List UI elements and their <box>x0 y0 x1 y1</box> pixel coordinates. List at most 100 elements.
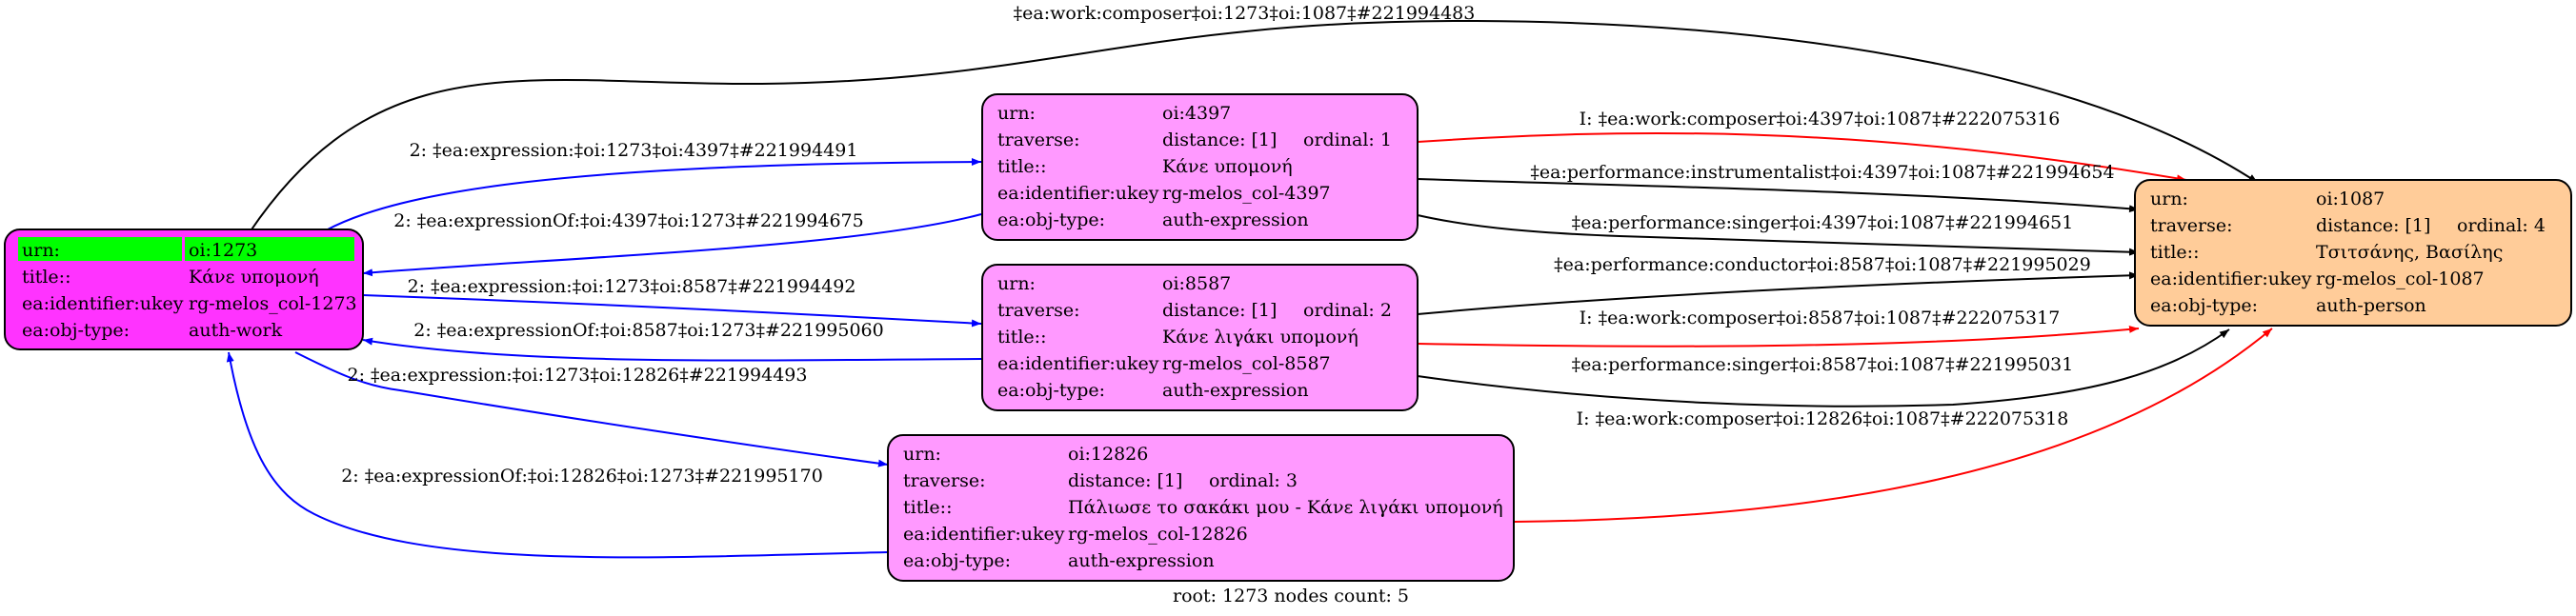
row-extra: ordinal: 2 <box>1303 300 1392 321</box>
edge-label: 2: ‡ea:expression:‡oi:1273‡oi:4397‡#2219… <box>410 140 858 161</box>
row-value: rg-melos_col-1087 <box>2316 268 2485 289</box>
row-key: title:: <box>22 267 70 288</box>
row-extra: ordinal: 4 <box>2457 215 2546 236</box>
row-value: auth-expression <box>1068 550 1215 571</box>
row-value: oi:12826 <box>1068 444 1148 465</box>
edge-label: ‡ea:work:composer‡oi:1273‡oi:1087‡#22199… <box>1014 3 1476 24</box>
edge-label: ‡ea:performance:singer‡oi:8587‡oi:1087‡#… <box>1572 354 2074 375</box>
row-value: rg-melos_col-12826 <box>1068 524 1248 545</box>
edge-expression-1273-4397[interactable]: 2: ‡ea:expression:‡oi:1273‡oi:4397‡#2219… <box>325 140 982 231</box>
row-value: oi:4397 <box>1162 103 1231 124</box>
row-value: Τσιτσάνης, Βασίλης <box>2316 242 2503 263</box>
row-value: oi:1087 <box>2316 189 2385 209</box>
row-value: Κάνε υπομονή <box>189 267 319 288</box>
edge-performance-instrumentalist-4397-1087[interactable]: ‡ea:performance:instrumentalist‡oi:4397‡… <box>1417 162 2140 213</box>
urn-key-highlight <box>18 237 182 261</box>
edge-expression-of-8587-1273[interactable]: 2: ‡ea:expressionOf:‡oi:8587‡oi:1273‡#22… <box>362 320 982 362</box>
row-key: ea:identifier:ukey <box>903 524 1065 545</box>
row-value: rg-melos_col-4397 <box>1162 183 1331 204</box>
row-key: ea:obj-type: <box>2150 295 2258 316</box>
edge-work-composer-8587-1087[interactable]: I: ‡ea:work:composer‡oi:8587‡oi:1087‡#22… <box>1417 308 2140 348</box>
row-key: traverse: <box>903 470 986 491</box>
node-box <box>2134 179 2572 327</box>
edge-expression-1273-8587[interactable]: 2: ‡ea:expression:‡oi:1273‡oi:8587‡#2219… <box>362 276 982 328</box>
edge-line <box>1417 131 2187 183</box>
edge-line <box>362 213 982 277</box>
edge-line <box>1417 178 2140 213</box>
row-key: ea:identifier:ukey <box>997 183 1159 204</box>
nodes-layer: urn: oi:1273 title:: Κάνε υπομονή ea:ide… <box>4 93 2572 582</box>
urn-value-highlight <box>185 237 354 261</box>
edge-performance-conductor-8587-1087[interactable]: ‡ea:performance:conductor‡oi:8587‡oi:108… <box>1417 254 2140 315</box>
row-key: title:: <box>903 497 952 518</box>
edge-performance-singer-8587-1087[interactable]: ‡ea:performance:singer‡oi:8587‡oi:1087‡#… <box>1417 328 2230 407</box>
edge-line <box>249 19 2259 233</box>
row-key: urn: <box>2150 189 2188 209</box>
edge-label: 2: ‡ea:expression:‡oi:1273‡oi:12826‡#221… <box>348 365 808 386</box>
row-key: traverse: <box>2150 215 2233 236</box>
row-key: urn: <box>997 273 1036 294</box>
edge-work-composer-1273-1087[interactable]: ‡ea:work:composer‡oi:1273‡oi:1087‡#22199… <box>249 3 2259 233</box>
edge-line <box>1417 271 2140 315</box>
edge-performance-singer-4397-1087[interactable]: ‡ea:performance:singer‡oi:4397‡oi:1087‡#… <box>1417 212 2140 256</box>
row-key: title:: <box>997 156 1046 177</box>
edge-line <box>1417 214 2140 256</box>
edge-label: ‡ea:performance:instrumentalist‡oi:4397‡… <box>1530 162 2114 183</box>
node-oi-1087[interactable]: urn: oi:1087 traverse: distance: [1] ord… <box>2134 179 2572 327</box>
row-value: auth-expression <box>1162 209 1309 230</box>
row-value: distance: [1] <box>1162 300 1277 321</box>
row-key: title:: <box>2150 242 2199 263</box>
row-value: auth-person <box>2316 295 2426 316</box>
edge-expression-1273-12826[interactable]: 2: ‡ea:expression:‡oi:1273‡oi:12826‡#221… <box>294 351 889 467</box>
node-box <box>981 93 1419 241</box>
row-key: ea:obj-type: <box>997 380 1105 401</box>
node-oi-8587[interactable]: urn: oi:8587 traverse: distance: [1] ord… <box>981 264 1419 411</box>
node-box <box>981 264 1419 411</box>
row-key: ea:obj-type: <box>997 209 1105 230</box>
edge-line <box>1417 328 2230 407</box>
row-key: ea:obj-type: <box>22 320 130 341</box>
row-key: ea:obj-type: <box>903 550 1011 571</box>
row-value: distance: [1] <box>2316 215 2430 236</box>
node-oi-4397[interactable]: urn: oi:4397 traverse: distance: [1] ord… <box>981 93 1419 241</box>
node-oi-12826[interactable]: urn: oi:12826 traverse: distance: [1] or… <box>887 434 1515 582</box>
edge-line <box>362 337 982 362</box>
node-box <box>887 434 1515 582</box>
row-value: oi:1273 <box>189 240 257 261</box>
row-value: rg-melos_col-8587 <box>1162 353 1331 374</box>
edge-label: 2: ‡ea:expressionOf:‡oi:12826‡oi:1273‡#2… <box>341 466 823 487</box>
row-value: distance: [1] <box>1068 470 1182 491</box>
edge-line <box>294 351 889 467</box>
edge-line <box>362 294 982 328</box>
row-key: urn: <box>903 444 941 465</box>
edge-work-composer-4397-1087[interactable]: I: ‡ea:work:composer‡oi:4397‡oi:1087‡#22… <box>1417 109 2187 183</box>
edge-label: I: ‡ea:work:composer‡oi:4397‡oi:1087‡#22… <box>1580 109 2061 129</box>
edge-label: I: ‡ea:work:composer‡oi:12826‡oi:1087‡#2… <box>1577 408 2069 429</box>
row-extra: ordinal: 3 <box>1209 470 1298 491</box>
graph-footer-caption: root: 1273 nodes count: 5 <box>1173 586 1409 606</box>
edge-label: ‡ea:performance:singer‡oi:4397‡oi:1087‡#… <box>1572 212 2074 233</box>
edge-label: 2: ‡ea:expression:‡oi:1273‡oi:8587‡#2219… <box>408 276 856 297</box>
edge-label: 2: ‡ea:expressionOf:‡oi:4397‡oi:1273‡#22… <box>393 210 863 231</box>
edge-work-composer-12826-1087[interactable]: I: ‡ea:work:composer‡oi:12826‡oi:1087‡#2… <box>1514 328 2273 523</box>
node-oi-1273[interactable]: urn: oi:1273 title:: Κάνε υπομονή ea:ide… <box>4 229 364 350</box>
row-key: ea:identifier:ukey <box>22 293 184 314</box>
row-value: Κάνε λιγάκι υπομονή <box>1162 327 1358 348</box>
row-key: ea:identifier:ukey <box>2150 268 2312 289</box>
edge-label: 2: ‡ea:expressionOf:‡oi:8587‡oi:1273‡#22… <box>413 320 883 341</box>
edges-layer: ‡ea:work:composer‡oi:1273‡oi:1087‡#22199… <box>226 3 2273 559</box>
row-extra: ordinal: 1 <box>1303 129 1392 150</box>
edge-expression-of-4397-1273[interactable]: 2: ‡ea:expressionOf:‡oi:4397‡oi:1273‡#22… <box>362 210 982 277</box>
edge-line <box>1417 325 2140 348</box>
row-key: urn: <box>997 103 1036 124</box>
row-value: Κάνε υπομονή <box>1162 156 1293 177</box>
row-value: auth-work <box>189 320 283 341</box>
row-value: distance: [1] <box>1162 129 1277 150</box>
row-key: title:: <box>997 327 1046 348</box>
edge-line <box>1514 328 2273 523</box>
row-value: Πάλιωσε το σακάκι μου - Κάνε λιγάκι υπομ… <box>1068 497 1503 518</box>
edge-label: I: ‡ea:work:composer‡oi:8587‡oi:1087‡#22… <box>1580 308 2061 328</box>
edge-expression-of-12826-1273[interactable]: 2: ‡ea:expressionOf:‡oi:12826‡oi:1273‡#2… <box>226 351 889 559</box>
row-value: rg-melos_col-1273 <box>189 293 357 314</box>
